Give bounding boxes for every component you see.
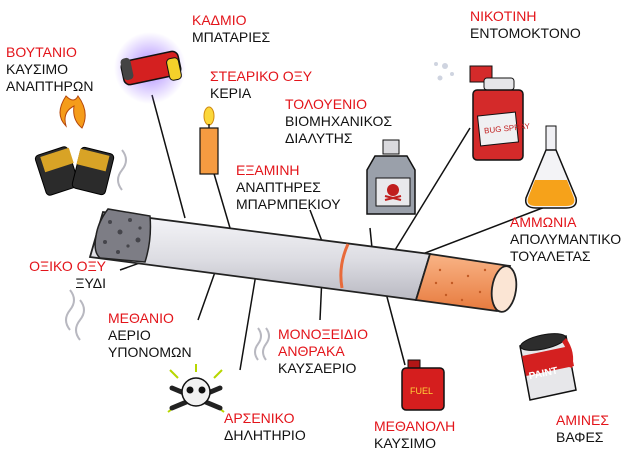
battery-icon <box>114 32 186 104</box>
chemical-use: ΕΝΤΟΜΟΚΤΟΝΟ <box>470 25 581 41</box>
chemical-name: ΜΕΘΑΝΟΛΗ <box>374 418 456 434</box>
chemical-name: ΕΞΑΜΙΝΗ <box>236 162 300 178</box>
flask-icon <box>524 125 578 209</box>
label-acetic-acid: ΟΞΙΚΟ ΟΞΥ ΞΥΔΙ <box>10 258 106 292</box>
chemical-name: ΜΟΝΟΞΕΙΔΙΟ ΑΝΘΡΑΚΑ <box>278 326 369 359</box>
chemical-name: ΑΜΙΝΕΣ <box>556 412 609 428</box>
chemical-use: ΑΝΑΠΤΗΡΕΣ <box>236 179 321 195</box>
chemical-use: ΚΑΥΣΑΕΡΙΟ <box>278 360 357 376</box>
solvent-bottle-icon <box>366 139 416 215</box>
chemical-name: ΑΡΣΕΝΙΚΟ <box>224 410 295 426</box>
label-nicotine: ΝΙΚΟΤΙΝΗ ΕΝΤΟΜΟΚΤΟΝΟ <box>470 8 581 42</box>
chemical-use: ΞΥΔΙ <box>75 275 106 291</box>
chemical-use: ΒΑΦΕΣ <box>556 429 604 445</box>
chemical-name: ΒΟΥΤΑΝΙΟ <box>6 44 77 60</box>
ash-texture <box>103 218 142 254</box>
filter-end <box>490 265 518 313</box>
label-toluene: ΤΟΛΟΥΕΝΙΟ ΒΙΟΜΗΧΑΝΙΚΟΣ ΔΙΑΛΥΤΗΣ <box>285 96 392 147</box>
skull-icon <box>167 364 225 413</box>
bug-spray-icon: BUG SPRAY <box>434 62 531 161</box>
chemical-name: ΣΤΕΑΡΙΚΟ ΟΞΥ <box>210 68 313 84</box>
smoke-icon <box>65 149 270 361</box>
label-ammonia: ΑΜΜΩΝΙΑ ΑΠΟΛΥΜΑΝΤΙΚΟ ΤΟΥΑΛΕΤΑΣ <box>510 214 621 265</box>
chemical-use: ΑΠΟΛΥΜΑΝΤΙΚΟ <box>510 231 622 247</box>
lighter-icon <box>34 95 115 196</box>
cigarette <box>88 208 518 313</box>
ash-tip <box>94 208 152 263</box>
label-arsenic: ΑΡΣΕΝΙΚΟ ΔΗΛΗΤΗΡΙΟ <box>224 410 306 444</box>
paint-can-icon: PAINT <box>519 333 577 401</box>
cigarette-ring <box>339 243 350 289</box>
chemical-use: ΤΟΥΑΛΕΤΑΣ <box>510 248 591 264</box>
chemical-use: ΑΕΡΙΟ <box>108 327 151 343</box>
label-hexamine: ΕΞΑΜΙΝΗ ΑΝΑΠΤΗΡΕΣ ΜΠΑΡΜΠΕΚΙΟΥ <box>236 162 341 213</box>
chemical-name: ΑΜΜΩΝΙΑ <box>510 214 577 230</box>
label-methane: ΜΕΘΑΝΙΟ ΑΕΡΙΟ ΥΠΟΝΟΜΩΝ <box>108 310 192 361</box>
chemical-use: ΔΗΛΗΤΗΡΙΟ <box>224 427 306 443</box>
chemical-use: ΜΠΑΡΜΠΕΚΙΟΥ <box>236 196 341 212</box>
label-methanol: ΜΕΘΑΝΟΛΗ ΚΑΥΣΙΜΟ <box>374 418 455 452</box>
fuel-can-icon: FUEL <box>401 359 445 411</box>
candle-icon <box>199 106 219 175</box>
label-amines: ΑΜΙΝΕΣ ΒΑΦΕΣ <box>556 412 609 446</box>
chemical-use: ΜΠΑΤΑΡΙΕΣ <box>192 29 271 45</box>
label-stearic-acid: ΣΤΕΑΡΙΚΟ ΟΞΥ ΚΕΡΙΑ <box>210 68 312 102</box>
chemical-name: ΤΟΛΟΥΕΝΙΟ <box>285 96 367 112</box>
chemical-name: ΚΑΔΜΙΟ <box>192 12 247 28</box>
chemical-use: ΒΙΟΜΗΧΑΝΙΚΟΣ <box>285 113 393 129</box>
chemical-use: ΚΕΡΙΑ <box>210 85 252 101</box>
label-carbon-monoxide: ΜΟΝΟΞΕΙΔΙΟ ΑΝΘΡΑΚΑ ΚΑΥΣΑΕΡΙΟ <box>278 326 368 377</box>
chemical-name: ΝΙΚΟΤΙΝΗ <box>470 8 537 24</box>
chemical-use: ΔΙΑΛΥΤΗΣ <box>285 130 353 146</box>
chemical-name: ΟΞΙΚΟ ΟΞΥ <box>29 258 106 274</box>
chemical-use: ΥΠΟΝΟΜΩΝ <box>108 344 192 360</box>
chemical-use: ΚΑΥΣΙΜΟ <box>6 61 69 77</box>
chemical-use: ΑΝΑΠΤΗΡΩΝ <box>6 78 94 94</box>
fuel-can-label: FUEL <box>410 386 433 396</box>
chemical-name: ΜΕΘΑΝΙΟ <box>108 310 174 326</box>
label-cadmium: ΚΑΔΜΙΟ ΜΠΑΤΑΡΙΕΣ <box>192 12 270 46</box>
label-butane: ΒΟΥΤΑΝΙΟ ΚΑΥΣΙΜΟ ΑΝΑΠΤΗΡΩΝ <box>6 44 93 95</box>
chemical-use: ΚΑΥΣΙΜΟ <box>374 435 437 451</box>
